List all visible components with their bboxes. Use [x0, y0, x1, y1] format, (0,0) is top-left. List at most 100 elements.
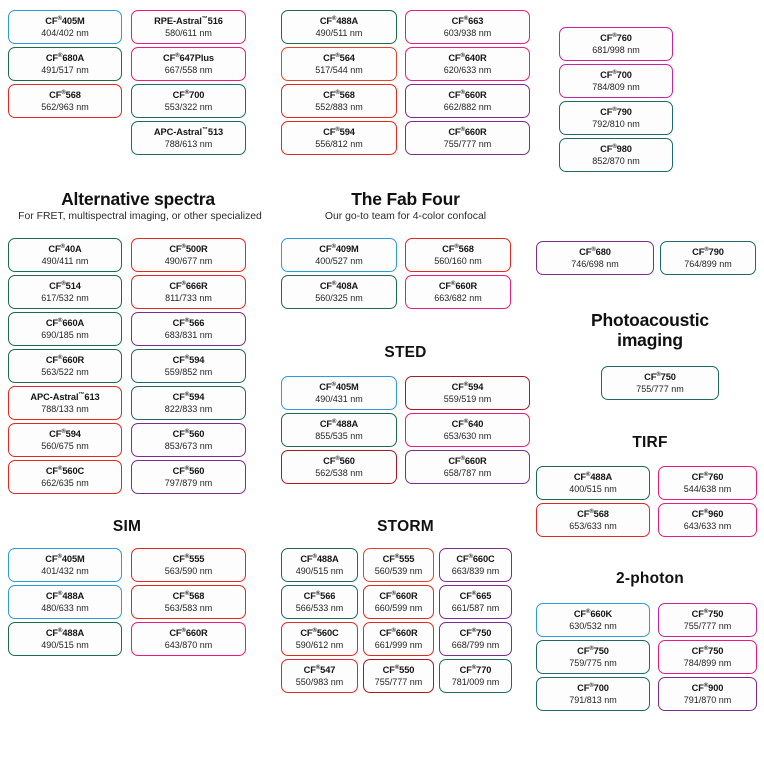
dye-spectra: 491/517 nm [41, 65, 89, 76]
dye-name: CF®405M [45, 553, 85, 564]
dye-spectra: 643/870 nm [164, 640, 213, 651]
trademark-symbol: ® [703, 645, 709, 652]
dye-name: CF®566 [172, 317, 205, 328]
trademark-symbol: ® [312, 627, 317, 634]
dye-name: CF®700 [577, 682, 609, 693]
dye-spectra: 617/532 nm [41, 293, 89, 304]
dye-name: CF®568 [49, 89, 81, 100]
trademark-symbol: ® [315, 590, 321, 597]
dye-spectra: 560/160 nm [434, 256, 482, 267]
trademark-symbol: ® [335, 52, 340, 59]
dye-spectra: 553/322 nm [164, 102, 213, 113]
trademark-symbol: ® [58, 465, 63, 472]
section-title-line-2: imaging [617, 329, 683, 350]
dye-spectra: 643/633 nm [683, 521, 732, 532]
trademark-symbol: ® [586, 471, 591, 478]
trademark-symbol: ® [335, 455, 340, 462]
trademark-symbol: ® [335, 126, 340, 133]
dye-spectra: 560/325 nm [315, 293, 363, 304]
dye-pill[interactable]: CF®700 791/813 nm [536, 677, 650, 711]
dye-spectra: 667/558 nm [164, 65, 213, 76]
dye-spectra: 791/813 nm [569, 695, 617, 706]
dye-name: CF®680 [579, 246, 611, 257]
dye-spectra: 490/515 nm [41, 640, 89, 651]
trademark-symbol: ® [460, 52, 465, 59]
dye-name: CF®594 [172, 391, 205, 402]
